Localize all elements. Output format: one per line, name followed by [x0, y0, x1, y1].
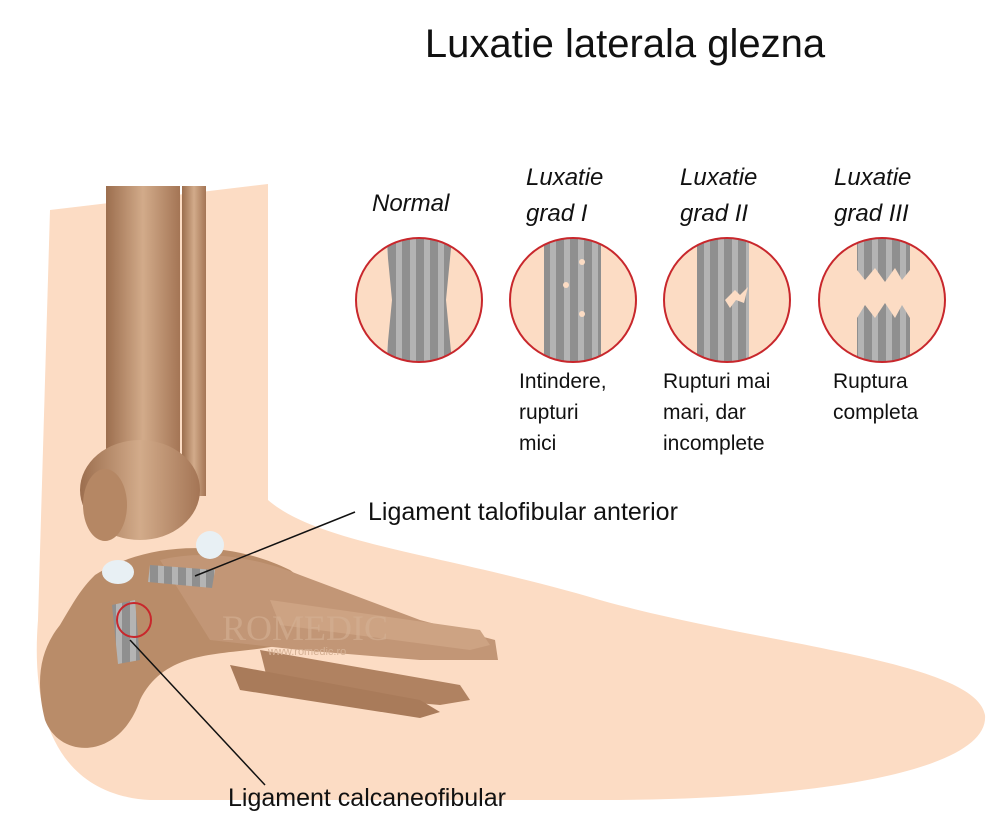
description-line: completa	[833, 401, 919, 424]
description-line: incomplete	[663, 432, 765, 455]
description-line: Ruptura	[833, 370, 908, 393]
grade-circle-3	[818, 237, 946, 363]
grade-description-2: Rupturi mai mari, dar incomplete	[663, 366, 770, 459]
grade-label-normal: Normal	[372, 186, 449, 222]
description-line: mici	[519, 432, 557, 455]
grade-circle-2	[663, 237, 791, 363]
grade-circle-normal	[355, 237, 483, 363]
grade-label-line: Normal	[372, 190, 450, 217]
pointer-line-calcaneo	[129, 639, 266, 786]
highlight-ring	[116, 602, 152, 638]
description-line: Intindere,	[519, 370, 607, 393]
description-line: rupturi	[519, 401, 579, 424]
ligaments	[112, 565, 215, 664]
grade-label-line: grad III	[834, 200, 909, 227]
bones	[40, 186, 498, 748]
grade-label-line: Luxatie	[680, 164, 758, 191]
page-title: Luxatie laterala glezna	[424, 22, 826, 66]
grade-circle-1	[509, 237, 637, 363]
grade-label-line: grad I	[526, 200, 588, 227]
grade-label-1: Luxatie grad I	[526, 160, 603, 232]
description-line: Rupturi mai	[663, 370, 771, 393]
grade-description-3: Ruptura completa	[833, 366, 918, 428]
grade-label-line: grad II	[680, 200, 749, 227]
label-talofibular-anterior: Ligament talofibular anterior	[368, 498, 678, 526]
grade-description-1: Intindere, rupturi mici	[519, 366, 607, 459]
grade-label-2: Luxatie grad II	[680, 160, 757, 232]
label-calcaneofibular: Ligament calcaneofibular	[228, 784, 506, 812]
grade-label-3: Luxatie grad III	[834, 160, 911, 232]
description-line: mari, dar	[663, 401, 746, 424]
watermark-brand: ROMEDIC	[222, 608, 388, 648]
watermark-url: www.romedic.ro	[267, 646, 346, 658]
grade-label-line: Luxatie	[834, 164, 912, 191]
grade-label-line: Luxatie	[526, 164, 604, 191]
pointer-line-anterior	[194, 511, 356, 577]
